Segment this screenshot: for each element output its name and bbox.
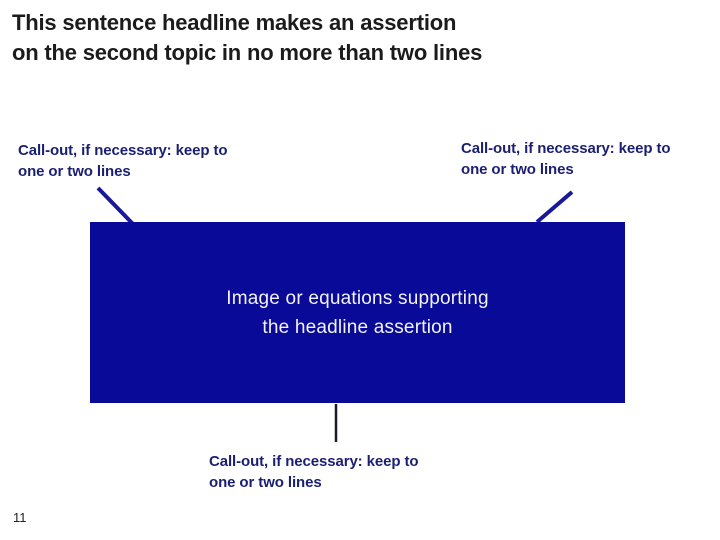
connector-line-top-left (96, 186, 135, 226)
callout-bottom: Call-out, if necessary: keep to one or t… (209, 451, 419, 493)
image-placeholder-line-1: Image or equations supporting (226, 287, 489, 309)
callout-top-right-line-1: Call-out, if necessary: keep to (461, 140, 671, 157)
callout-top-left-line-1: Call-out, if necessary: keep to (18, 142, 228, 159)
callout-bottom-line-2: one or two lines (209, 474, 322, 491)
headline-line-2: on the second topic in no more than two … (12, 40, 483, 65)
headline-line-1: This sentence headline makes an assertio… (12, 10, 457, 35)
image-placeholder-box: Image or equations supporting the headli… (90, 222, 625, 403)
page-number: 11 (13, 510, 27, 525)
connector-line-top-right (535, 190, 574, 224)
slide-headline: This sentence headline makes an assertio… (12, 8, 592, 68)
callout-top-right-line-2: one or two lines (461, 161, 574, 178)
image-placeholder-line-2: the headline assertion (262, 316, 453, 338)
callout-top-left-line-2: one or two lines (18, 163, 131, 180)
callout-top-right: Call-out, if necessary: keep to one or t… (461, 138, 671, 180)
callout-bottom-line-1: Call-out, if necessary: keep to (209, 453, 419, 470)
image-placeholder-text: Image or equations supporting the headli… (226, 284, 488, 342)
callout-top-left: Call-out, if necessary: keep to one or t… (18, 140, 228, 182)
